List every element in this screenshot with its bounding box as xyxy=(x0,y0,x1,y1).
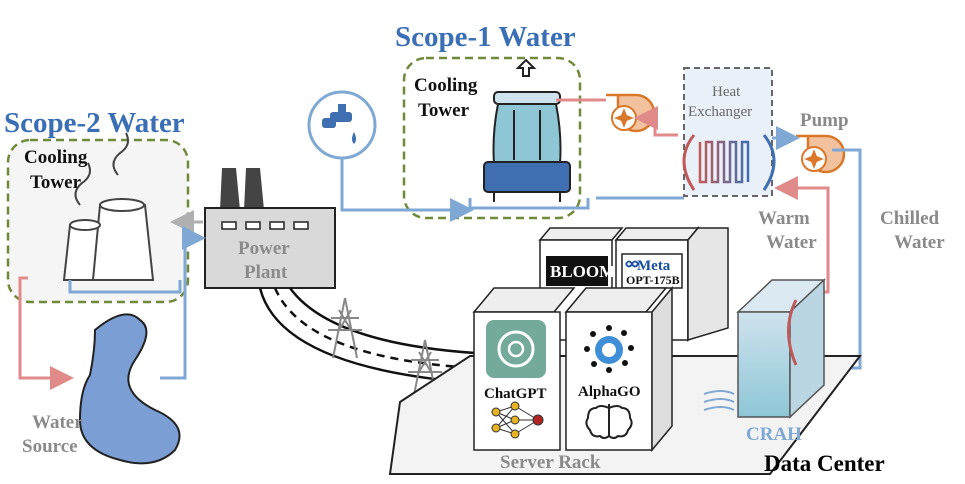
hx-left-loop xyxy=(682,134,696,191)
warm-water-label-1: Warm xyxy=(758,208,810,229)
power-plant-label-2: Plant xyxy=(244,262,288,283)
scope2-discharge-pipe xyxy=(18,276,74,390)
scope1-tower-label: Tower xyxy=(418,100,470,121)
water-source-lake xyxy=(78,313,181,465)
transmission-tower-1 xyxy=(328,297,362,359)
meta-infinity-icon xyxy=(625,260,640,268)
pump-label: Pump xyxy=(800,110,849,131)
crah-airflow-icon xyxy=(703,390,735,411)
power-lines xyxy=(258,287,476,385)
pump-icon xyxy=(796,134,846,174)
warm-water-label-2: Water xyxy=(766,232,817,253)
alphago-dots-icon xyxy=(584,325,634,373)
neural-network-icon xyxy=(491,401,544,439)
crah-unit xyxy=(736,278,826,419)
data-center-label: Data Center xyxy=(764,451,885,476)
chilled-water-label-2: Water xyxy=(894,232,945,253)
meta-brand-text: Meta xyxy=(637,258,671,274)
scope2-tower-label: Tower xyxy=(30,172,82,193)
bloom-logo-text: BLOOM xyxy=(550,262,615,281)
heat-exchanger-box xyxy=(683,67,773,197)
scope2-basin xyxy=(68,280,182,294)
faucet-icon xyxy=(307,90,377,160)
heat-exchanger-label-1: Heat xyxy=(712,84,741,100)
heat-exchanger-label-2: Exchanger xyxy=(688,104,752,120)
faucet-to-tower-pipe xyxy=(340,158,474,222)
scope2-cooling-label: Cooling xyxy=(24,147,88,168)
power-plant-icon xyxy=(204,168,336,289)
scope2-cooling-tower-icon xyxy=(62,132,155,281)
scope1-title: Scope-1 Water xyxy=(395,21,576,53)
crah-label: CRAH xyxy=(746,424,802,445)
chilled-water-label-1: Chilled xyxy=(880,208,940,229)
brain-icon xyxy=(585,404,633,439)
hx-right-loop xyxy=(762,134,776,191)
meta-model-text: OPT-175B xyxy=(626,273,680,287)
server-alphago xyxy=(564,285,673,453)
power-plant-label-1: Power xyxy=(238,238,290,259)
back-rack-side xyxy=(687,227,729,342)
server-chatgpt xyxy=(472,287,576,451)
server-rack-label: Server Rack xyxy=(500,452,601,473)
scope1-cooling-tower-icon xyxy=(483,58,571,202)
hx-to-pump-warm-pipe xyxy=(634,106,678,137)
heat-exchanger-coil xyxy=(698,140,750,184)
scope2-title: Scope-2 Water xyxy=(4,107,185,139)
scope1-pump-icon xyxy=(606,93,656,133)
water-source-label-1: Water xyxy=(32,412,83,433)
alphago-label: AlphaGO xyxy=(578,384,641,400)
water-to-power-plant-pipe xyxy=(160,226,206,380)
scope1-cooling-label: Cooling xyxy=(414,75,478,96)
chilled-water-pipe xyxy=(820,148,862,380)
crah-coil xyxy=(787,299,798,366)
transmission-tower-2 xyxy=(408,339,442,401)
chatgpt-label: ChatGPT xyxy=(484,386,547,402)
water-source-label-2: Source xyxy=(22,436,78,457)
